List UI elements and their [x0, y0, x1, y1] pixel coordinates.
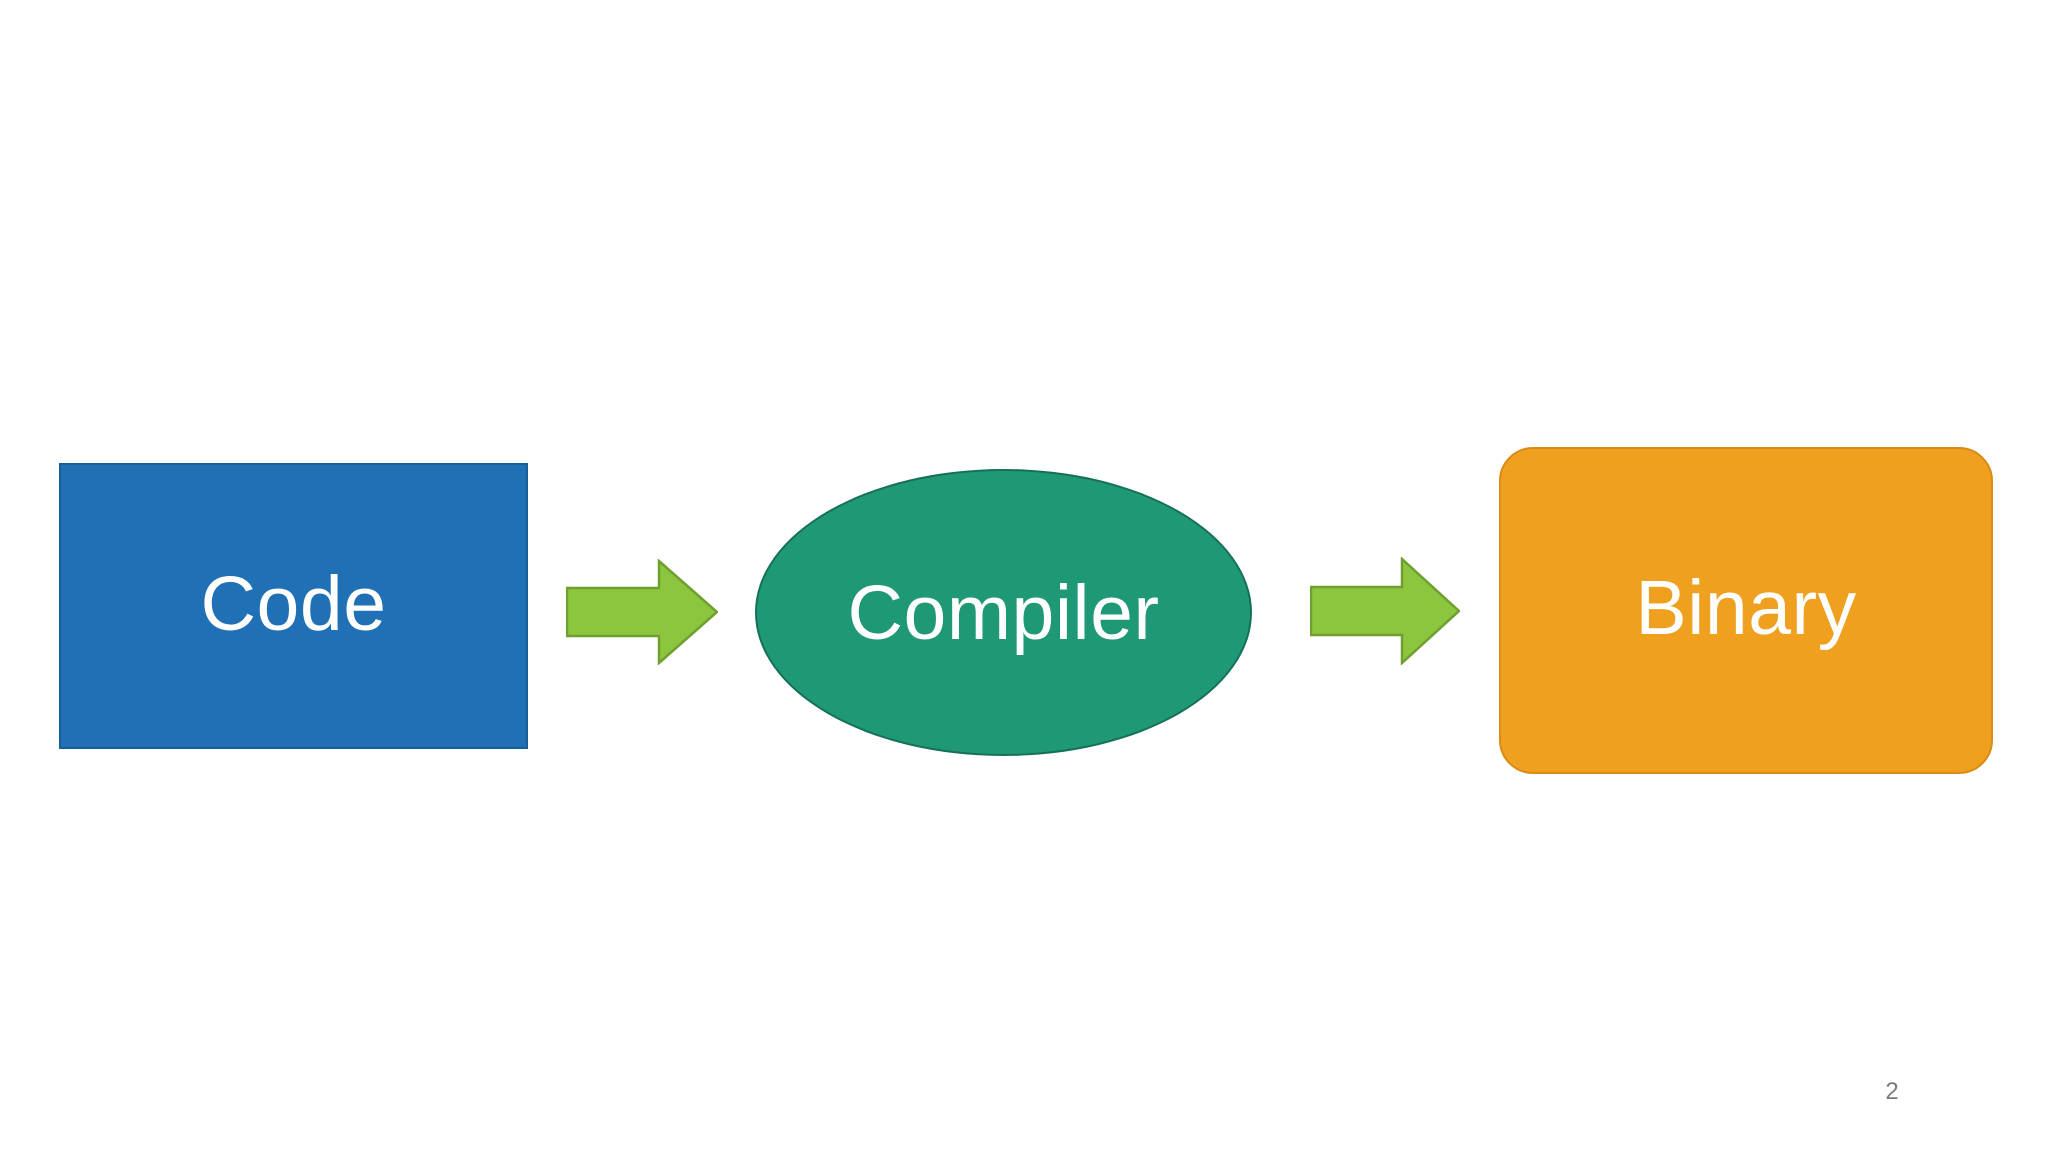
flow-node-binary-label: Binary: [1635, 564, 1857, 651]
flow-node-code[interactable]: Code: [59, 463, 528, 749]
flow-node-binary[interactable]: Binary: [1499, 447, 1993, 774]
flow-node-code-label: Code: [200, 560, 387, 647]
flow-node-compiler-label: Compiler: [847, 570, 1160, 656]
slide-page-number: 2: [1885, 1078, 1899, 1105]
arrow-compiler-to-binary-icon[interactable]: [1310, 557, 1460, 665]
arrow-code-to-compiler-icon[interactable]: [566, 559, 718, 665]
flow-node-compiler[interactable]: Compiler: [755, 469, 1252, 756]
